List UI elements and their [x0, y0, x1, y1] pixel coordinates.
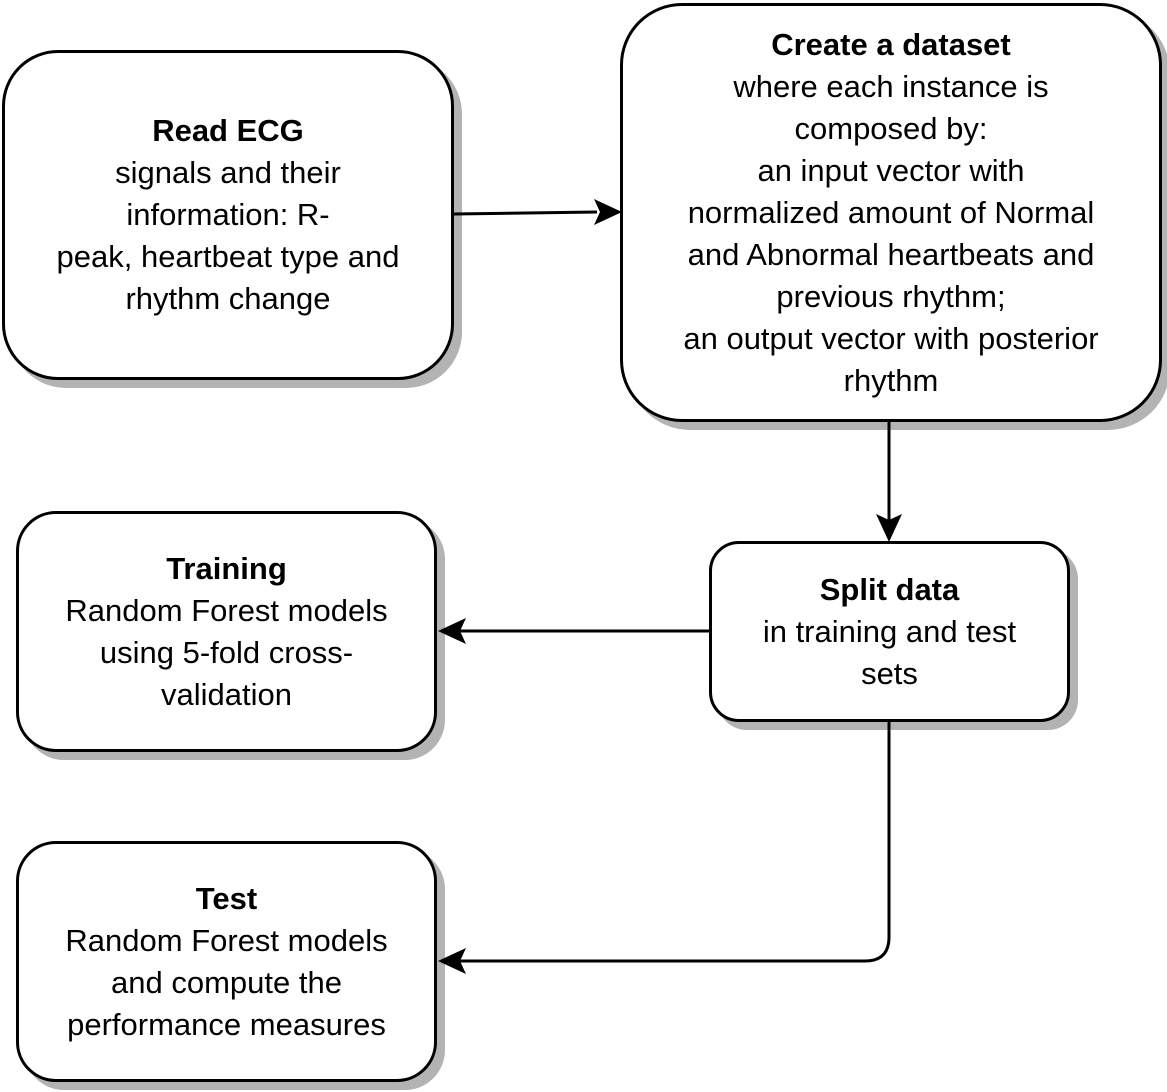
test-description: Random Forest models and compute the per… — [65, 922, 388, 1042]
split-data-title: Split data — [819, 571, 960, 607]
create-dataset-description: where each instance is composed by: an i… — [683, 68, 1099, 398]
test-title: Test — [195, 880, 258, 916]
read-ecg-title: Read ECG — [152, 113, 304, 148]
training-description: Random Forest models using 5-fold cross-… — [65, 592, 388, 712]
split-data-node: Split data in training and test sets — [709, 541, 1070, 722]
edge-split-data-to-test — [438, 722, 891, 974]
edge-split-data-to-training — [438, 618, 709, 644]
edge-create-dataset-to-split-data — [876, 422, 902, 542]
test-node: Test Random Forest models and compute th… — [16, 841, 437, 1082]
create-dataset-node: Create a dataset where each instance is … — [620, 3, 1162, 422]
create-dataset-title: Create a dataset — [771, 26, 1011, 62]
training-node: Training Random Forest models using 5-fo… — [16, 511, 437, 752]
edge-read-ecg-to-create-dataset — [453, 199, 622, 225]
split-data-description: in training and test sets — [762, 613, 1017, 691]
read-ecg-description: signals and their information: R- peak, … — [56, 155, 400, 316]
training-title: Training — [166, 550, 287, 586]
read-ecg-node: Read ECG signals and their information: … — [2, 50, 454, 380]
